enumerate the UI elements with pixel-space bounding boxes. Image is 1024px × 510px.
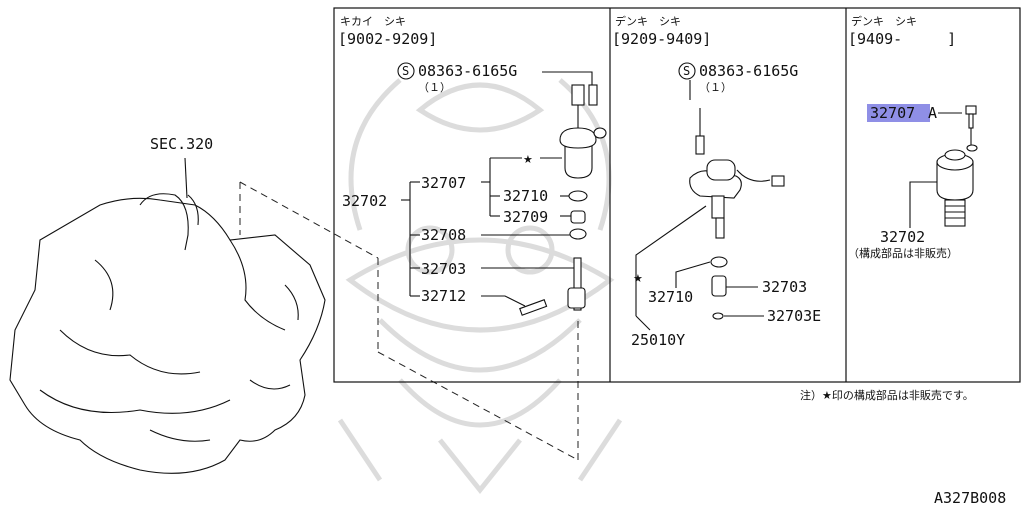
panel-electrical-1: デンキ シキ [9209-9409] S 08363-6165G （１） ★ 3… bbox=[612, 14, 821, 349]
panel-1-title: キカイ シキ bbox=[340, 15, 406, 28]
panel-2-range: [9209-9409] bbox=[612, 30, 711, 48]
part-32709: 32709 bbox=[503, 208, 548, 226]
part-32703-elec: 32703 bbox=[762, 278, 807, 296]
star-marker-1: ★ bbox=[523, 153, 533, 166]
panel-2-screw-qty: （１） bbox=[699, 81, 732, 94]
screw-s-icon-2 bbox=[678, 62, 696, 80]
part-32702: 32702 bbox=[342, 192, 387, 210]
part-32707-highlighted: 32707 bbox=[870, 104, 915, 122]
panel-2-title: デンキ シキ bbox=[615, 14, 681, 28]
star-marker-2: ★ bbox=[633, 272, 643, 285]
speed-sensor-elec-drawing bbox=[689, 108, 785, 320]
highlight-box bbox=[867, 104, 930, 122]
part-32707-suffix: A bbox=[928, 104, 937, 122]
part-32707: 32707 bbox=[421, 174, 466, 192]
part-32708: 32708 bbox=[421, 226, 466, 244]
part-32703e: 32703E bbox=[767, 307, 821, 325]
transmission-assembly bbox=[9, 157, 326, 474]
part-32710: 32710 bbox=[503, 187, 548, 205]
part-32702-new: 32702 bbox=[880, 228, 925, 246]
callout-dashed-lines bbox=[239, 181, 579, 461]
panel-1-range: [9002-9209] bbox=[338, 30, 437, 48]
panel-2-screw-label: 08363-6165G bbox=[699, 62, 798, 80]
panel-3-title: デンキ シキ bbox=[851, 14, 917, 28]
screw-s-icon bbox=[397, 62, 415, 80]
sec-ref-label: SEC.320 bbox=[150, 135, 213, 153]
part-25010y: 25010Y bbox=[631, 331, 685, 349]
diagram-id: A327B008 bbox=[934, 489, 1006, 507]
panel-mechanical: キカイ シキ [9002-9209] S 08363-6165G （１） bbox=[338, 15, 607, 316]
footnote: 注）★印の構成部品は非販売です。 bbox=[800, 388, 974, 402]
part-32703: 32703 bbox=[421, 260, 466, 278]
panel-1-screw-qty: （１） bbox=[418, 81, 451, 94]
speed-sensor-mech-drawing bbox=[519, 84, 607, 316]
screw-s-letter-2: S bbox=[683, 64, 690, 78]
panel-3-range: [9409- ] bbox=[848, 30, 956, 48]
part-32712: 32712 bbox=[421, 287, 466, 305]
part-32710-elec: 32710 bbox=[648, 288, 693, 306]
panel-frame bbox=[333, 7, 1021, 383]
screw-s-letter: S bbox=[402, 64, 409, 78]
speed-sensor-new-drawing bbox=[936, 105, 978, 227]
panel-1-screw-label: 08363-6165G bbox=[418, 62, 517, 80]
panel-electrical-2: デンキ シキ [9409- ] 32707 A 32702 （構成部品は非販売） bbox=[848, 14, 978, 260]
part-note-not-sold: （構成部品は非販売） bbox=[848, 246, 958, 260]
